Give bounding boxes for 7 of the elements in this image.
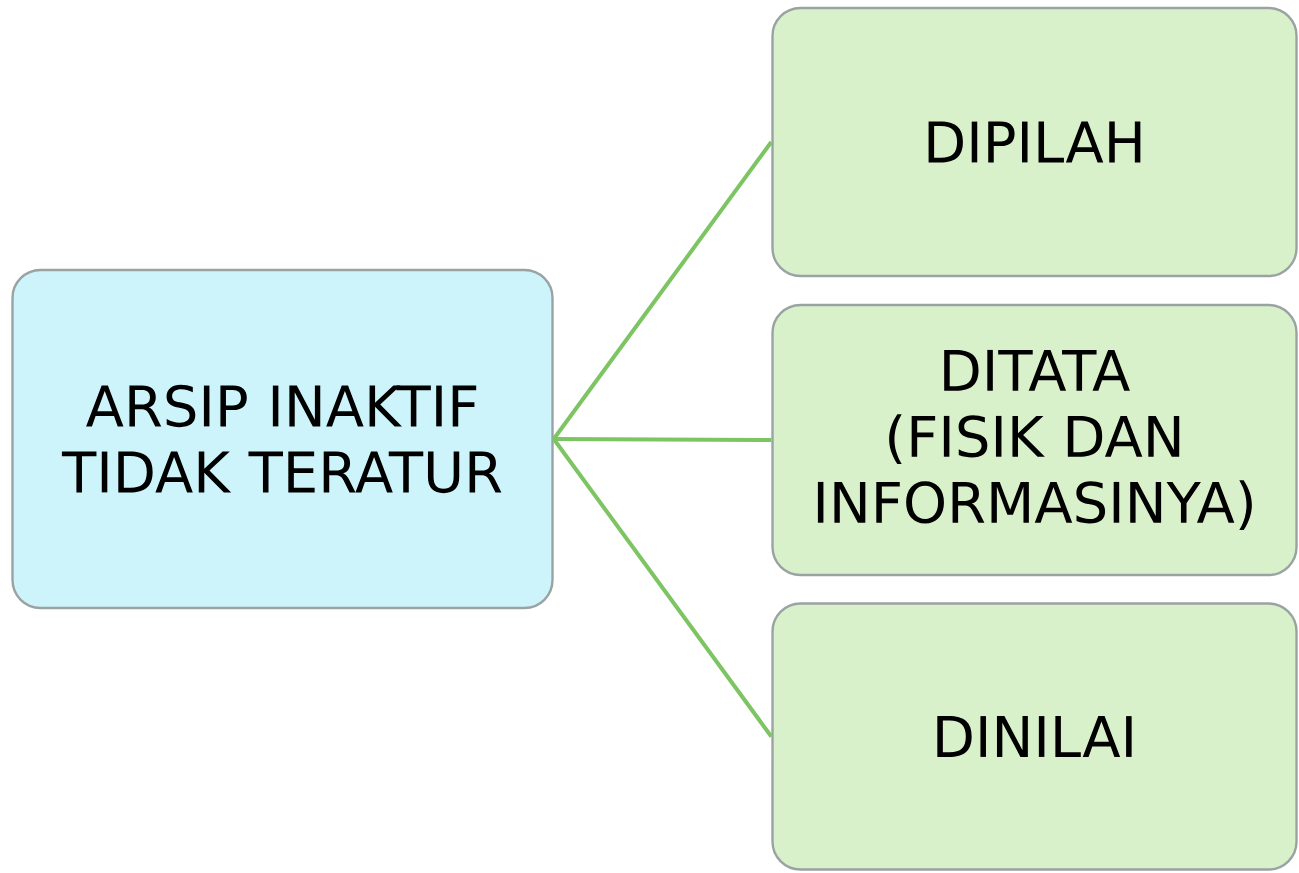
topic-box: ARSIP INAKTIF TIDAK TERATUR: [11, 268, 554, 610]
process-box: DITATA (FISIK DAN INFORMASINYA): [771, 303, 1298, 577]
process-box: DIPILAH: [771, 6, 1298, 278]
connector-line: [552, 140, 773, 441]
connector-line: [553, 437, 772, 442]
connector-line: [552, 437, 773, 738]
process-box: DINILAI: [771, 602, 1298, 871]
